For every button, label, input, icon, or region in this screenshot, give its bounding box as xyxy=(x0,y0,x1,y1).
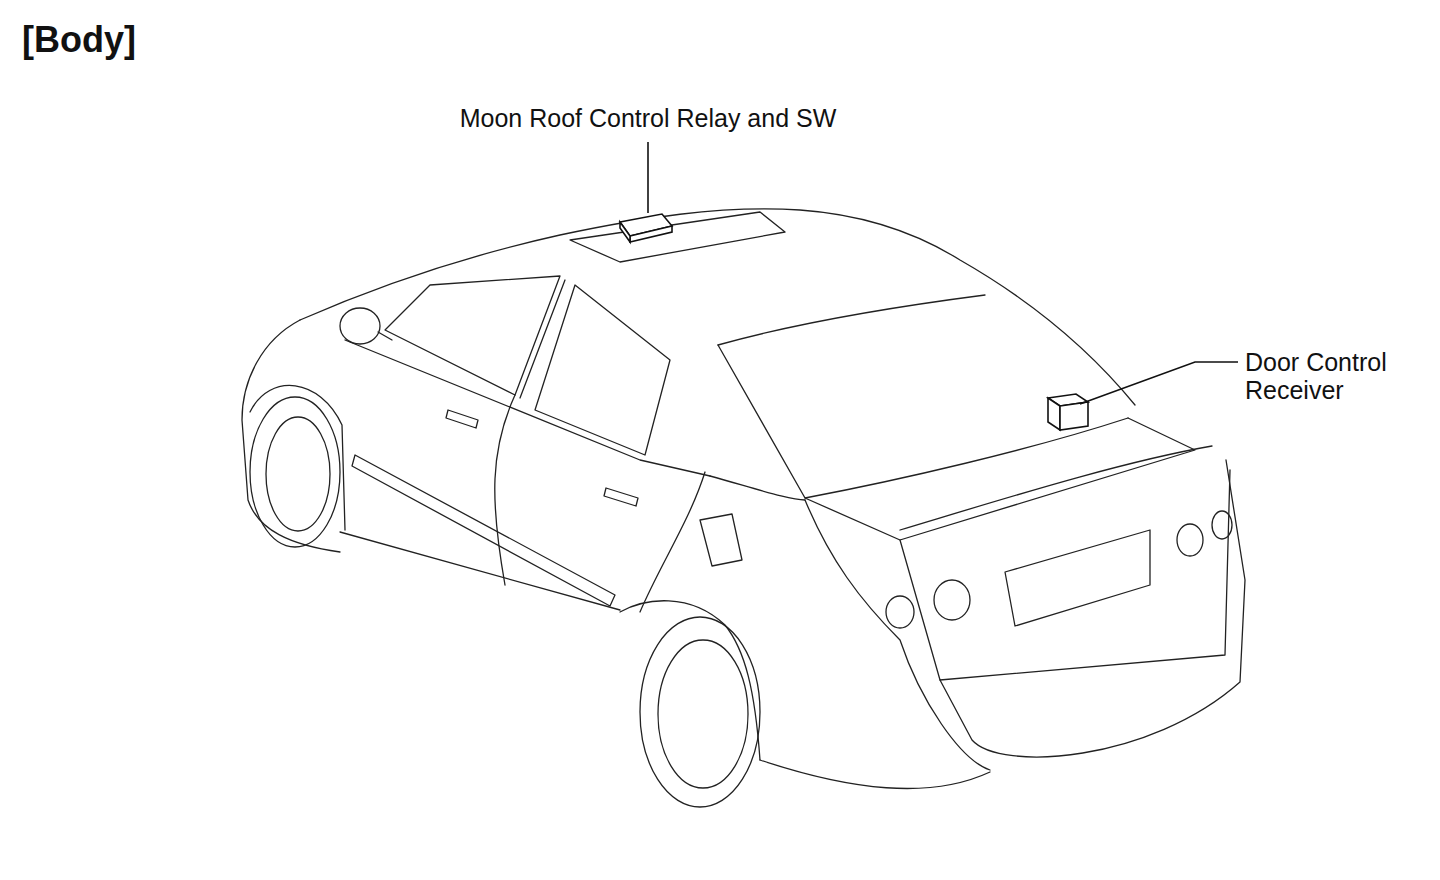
page-title: [Body] xyxy=(22,20,136,60)
moon-roof-relay xyxy=(620,214,672,242)
leader-line xyxy=(647,142,649,213)
door-control-receiver xyxy=(1048,394,1088,430)
part-label: Door Control Receiver xyxy=(1245,348,1425,404)
leader-line xyxy=(1080,362,1238,404)
part-label: Moon Roof Control Relay and SW xyxy=(460,104,837,132)
